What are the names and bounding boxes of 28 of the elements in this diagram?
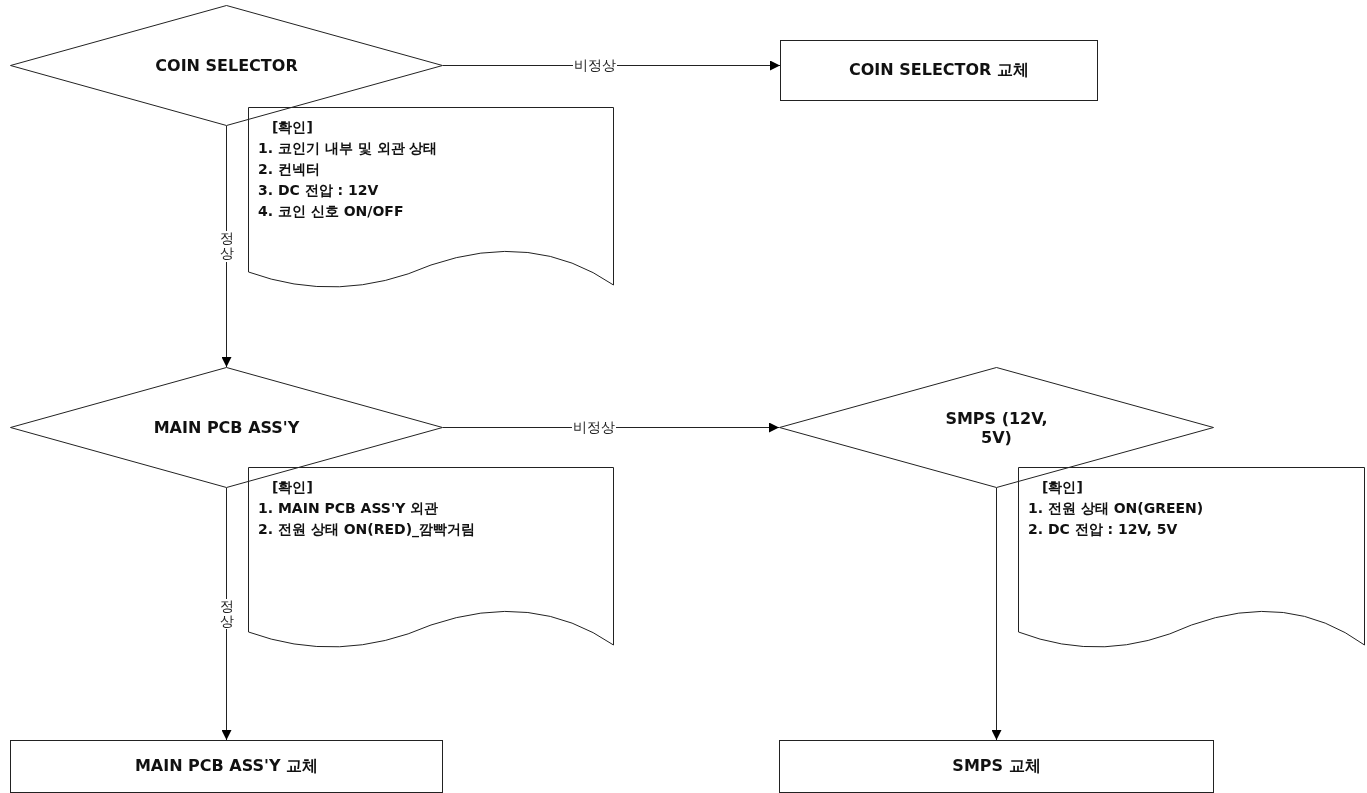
node-label: MAIN PCB ASS'Y 교체 (134, 756, 319, 777)
arrow (221, 487, 232, 741)
node-label: COIN SELECTOR (155, 56, 298, 75)
node-label: SMPS 교체 (952, 756, 1041, 777)
check-item: 1. 코인기 내부 및 외관 상태 (258, 139, 438, 158)
edge-label: 정상 (218, 231, 235, 262)
edge-label: 정상 (218, 598, 235, 630)
node-label: SMPS (12V, 5V) (944, 408, 1049, 447)
arrow (442, 422, 780, 433)
check-item: 1. MAIN PCB ASS'Y 외관 (258, 499, 440, 518)
edge-label: 비정상 (572, 418, 617, 437)
check-item: 2. DC 전압 : 12V, 5V (1028, 520, 1179, 539)
check-item: 1. 전원 상태 ON(GREEN) (1028, 499, 1204, 518)
process-box (780, 40, 1098, 101)
check-item: 3. DC 전압 : 12V (258, 181, 380, 200)
note-heading: [확인] (272, 118, 314, 137)
note-heading: [확인] (272, 478, 314, 497)
node-label: MAIN PCB ASS'Y (153, 418, 300, 437)
check-item: 2. 전원 상태 ON(RED)_깜빡거림 (258, 520, 476, 540)
process-box (10, 740, 443, 793)
check-item: 4. 코인 신호 ON/OFF (258, 202, 405, 221)
process-box (779, 740, 1214, 793)
arrow (991, 487, 1002, 741)
check-item: 2. 컨넥터 (258, 160, 321, 179)
edge-label: 비정상 (572, 56, 617, 75)
node-label: COIN SELECTOR 교체 (849, 60, 1029, 81)
arrow (221, 125, 232, 368)
note-heading: [확인] (1042, 478, 1084, 497)
